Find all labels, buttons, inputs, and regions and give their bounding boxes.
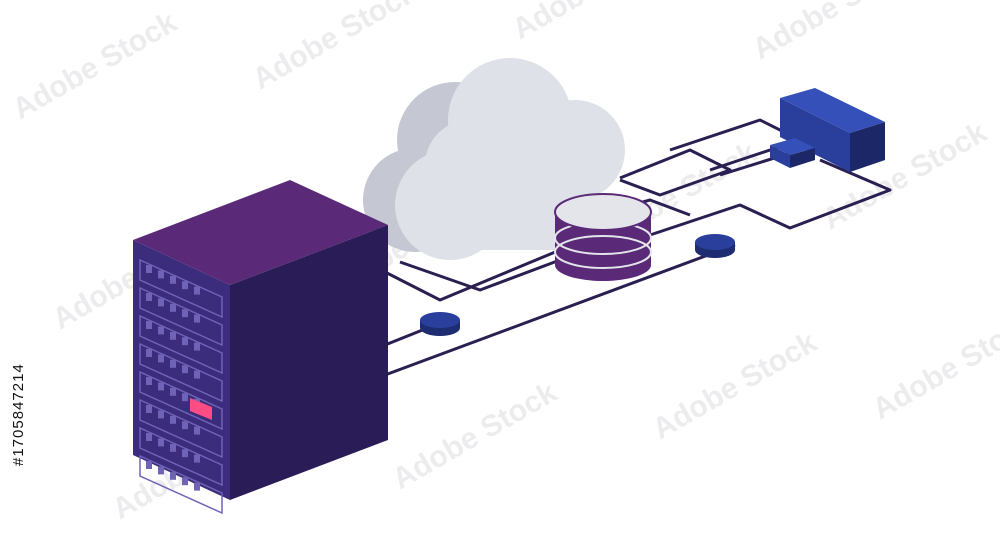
rack-vent xyxy=(194,426,200,435)
rack-vent xyxy=(194,314,200,323)
watermark: Adobe Stock xyxy=(507,0,683,46)
rack-vent xyxy=(194,482,200,491)
rack-vent xyxy=(170,303,176,312)
rack-vent xyxy=(170,275,176,284)
rack-vent xyxy=(146,321,152,329)
rack-vent xyxy=(182,337,188,346)
network-device-icon xyxy=(770,88,885,172)
rack-vent xyxy=(170,471,176,480)
rack-unit-slot xyxy=(139,370,223,431)
rack-vent xyxy=(182,365,188,374)
rack-vent xyxy=(182,449,188,458)
rack-vent xyxy=(158,298,164,307)
rack-unit-slot xyxy=(139,454,223,515)
link-database-right xyxy=(649,158,892,237)
rack-vent xyxy=(194,370,200,379)
rack-unit-slot xyxy=(139,342,223,403)
rack-unit-slot xyxy=(139,314,223,375)
rack-vent xyxy=(194,454,200,463)
rack-units xyxy=(139,258,223,515)
link-to-database xyxy=(399,258,561,292)
rack-vent xyxy=(146,293,152,301)
watermark: Adobe Stock xyxy=(247,0,423,96)
cloud-icon xyxy=(363,58,625,260)
rack-vent xyxy=(170,359,176,368)
rack-vent xyxy=(170,387,176,396)
rack-vent xyxy=(182,309,188,318)
server-rack-icon xyxy=(133,180,388,515)
rack-unit-slot xyxy=(139,286,223,347)
rack-vent xyxy=(146,405,152,413)
stock-id-label: #1705847214 xyxy=(10,363,27,467)
rack-vent xyxy=(146,377,152,385)
rack-vent xyxy=(158,466,164,475)
watermark: Adobe Stock xyxy=(747,0,923,66)
rack-vent xyxy=(158,410,164,419)
network-node-icon xyxy=(420,312,460,336)
database-icon xyxy=(554,193,652,281)
watermark: Adobe Stock xyxy=(867,306,1000,426)
rack-vent xyxy=(194,342,200,351)
rack-vent xyxy=(182,477,188,486)
rack-unit-slot xyxy=(139,258,223,319)
rack-unit-slot xyxy=(139,426,223,487)
rack-vent xyxy=(158,382,164,391)
rack-vent xyxy=(170,415,176,424)
rack-vent xyxy=(194,286,200,295)
link-rack-to-node-right xyxy=(384,243,736,377)
rack-vent xyxy=(158,270,164,279)
rack-vent xyxy=(146,461,152,469)
watermark: Adobe Stock xyxy=(7,6,183,126)
rack-vent xyxy=(158,326,164,335)
rack-vent xyxy=(146,349,152,357)
rack-vent xyxy=(170,443,176,452)
network-node-icon xyxy=(695,234,735,258)
rack-vent xyxy=(158,438,164,447)
rack-vent xyxy=(170,331,176,340)
alert-led xyxy=(190,398,212,420)
rack-vent xyxy=(182,281,188,290)
rack-unit-slot xyxy=(139,398,223,459)
watermark: Adobe Stock xyxy=(647,326,823,446)
rack-vent xyxy=(146,265,152,273)
rack-vent xyxy=(182,393,188,402)
link-upper-grid xyxy=(619,148,732,197)
watermark: Adobe Stock xyxy=(387,376,563,496)
rack-vent xyxy=(182,421,188,430)
rack-vent xyxy=(158,354,164,363)
rack-vent xyxy=(146,433,152,441)
